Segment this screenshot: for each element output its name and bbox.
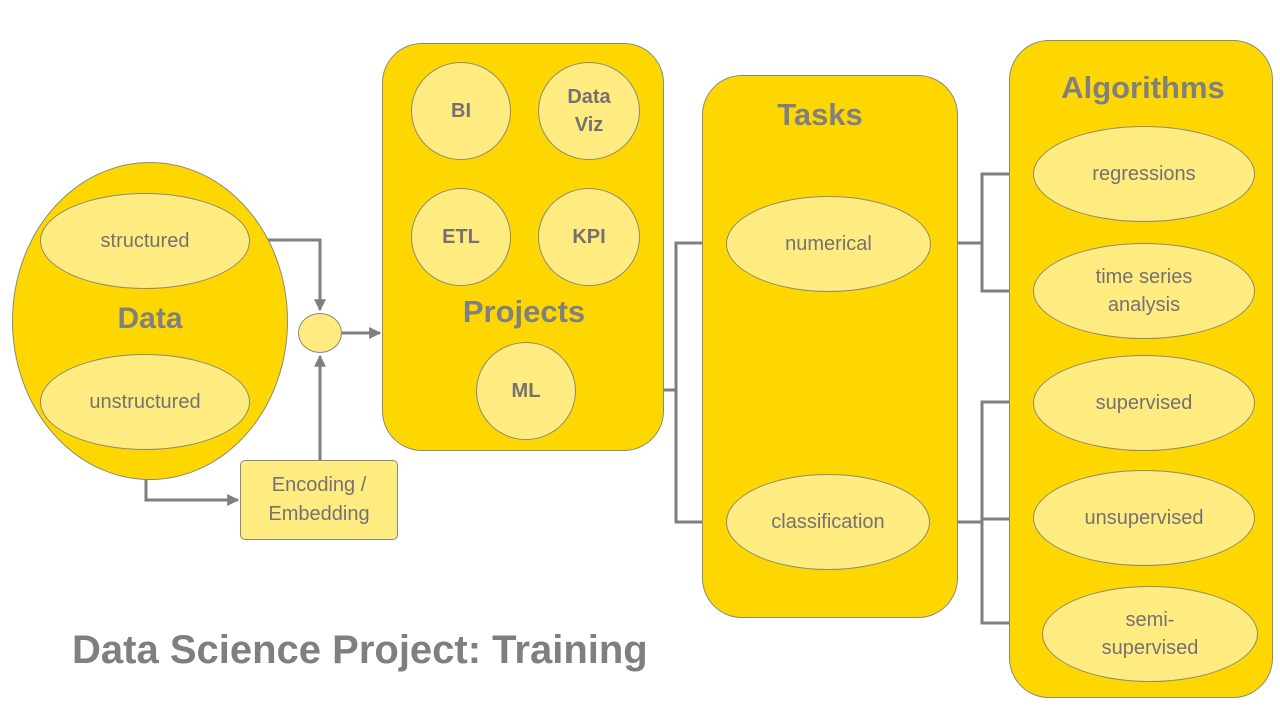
project-etl-node: ETL	[411, 188, 511, 286]
algorithm-supervised-node: supervised	[1033, 355, 1255, 451]
project-bi-node: BI	[411, 62, 511, 160]
project-kpi-node: KPI	[538, 188, 640, 286]
task-numerical-node: numerical	[726, 196, 931, 292]
data-structured-node: structured	[40, 193, 250, 289]
connector-structured-junction	[250, 238, 326, 312]
algorithm-semisupervised-node: semi-supervised	[1042, 586, 1258, 682]
task-classification-node: classification	[726, 474, 930, 570]
data-group-label: Data	[117, 302, 183, 335]
project-ml-node: ML	[476, 342, 576, 440]
project-dataviz-node: Data Viz	[538, 62, 640, 160]
tasks-group-label: Tasks	[777, 97, 863, 132]
projects-group-label: Projects	[462, 294, 586, 329]
encoding-embedding-box: Encoding / Embedding	[240, 460, 398, 540]
algorithm-unsupervised-node: unsupervised	[1033, 470, 1255, 566]
algorithms-group-label: Algorithms	[1061, 70, 1225, 105]
data-unstructured-node: unstructured	[40, 354, 250, 450]
junction-node	[298, 313, 342, 353]
algorithm-regressions-node: regressions	[1033, 126, 1255, 222]
diagram-title: Data Science Project: Training	[72, 628, 648, 672]
algorithm-timeseries-node: time series analysis	[1033, 243, 1255, 339]
